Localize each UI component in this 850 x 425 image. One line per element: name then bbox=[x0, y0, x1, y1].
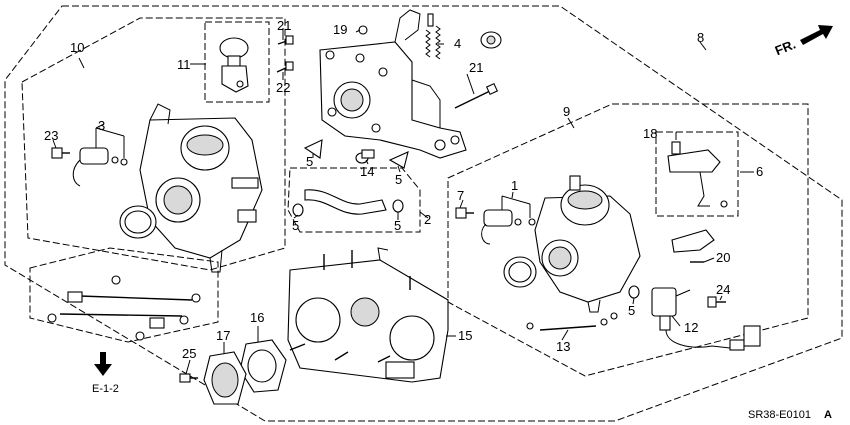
callout-25: 25 bbox=[182, 346, 196, 361]
hose-clamp bbox=[480, 31, 502, 49]
small-screw-left bbox=[51, 147, 70, 159]
svg-text:A: A bbox=[824, 409, 832, 421]
callout-17: 17 bbox=[216, 328, 230, 343]
return-springs bbox=[425, 13, 441, 60]
intake-bracket bbox=[319, 9, 467, 159]
callout-13: 13 bbox=[556, 339, 570, 354]
egr-valve bbox=[219, 37, 249, 93]
callout-6: 6 bbox=[756, 164, 763, 179]
stud-14 bbox=[361, 149, 375, 159]
left-throttle-body bbox=[119, 103, 263, 273]
bolts-21-22 bbox=[276, 35, 294, 73]
callout-labels: 1 2 3 4 5 5 5 5 5 6 7 8 9 10 11 12 13 14… bbox=[44, 18, 763, 361]
svg-text:FR.: FR. bbox=[773, 36, 798, 58]
link-rod-13 bbox=[526, 312, 618, 331]
diagram-code: SR38-E0101 A bbox=[748, 409, 832, 421]
callout-8: 8 bbox=[697, 30, 704, 45]
gasket-plate bbox=[287, 247, 449, 383]
bolt-24 bbox=[707, 296, 726, 308]
callout-7: 7 bbox=[457, 188, 464, 203]
callout-22: 22 bbox=[276, 80, 290, 95]
triangle-gaskets bbox=[303, 139, 409, 169]
link-rod-boundary bbox=[29, 247, 219, 343]
callout-5-b: 5 bbox=[395, 172, 402, 187]
long-bolt bbox=[454, 82, 499, 109]
assembly-boundary bbox=[4, 5, 843, 422]
callout-18: 18 bbox=[643, 126, 657, 141]
valve-box bbox=[204, 21, 270, 103]
reference-arrow bbox=[94, 352, 112, 376]
throttle-link-rods bbox=[47, 275, 201, 341]
callout-19: 19 bbox=[333, 22, 347, 37]
callout-21-b: 21 bbox=[469, 60, 483, 75]
callout-5-d: 5 bbox=[394, 218, 401, 233]
left-idle-valve bbox=[72, 127, 128, 187]
callout-5-e: 5 bbox=[628, 303, 635, 318]
left-assembly-boundary bbox=[21, 17, 286, 271]
callout-5-a: 5 bbox=[306, 154, 313, 169]
right-throttle-body bbox=[503, 175, 641, 313]
callout-24: 24 bbox=[716, 282, 730, 297]
intake-gasket bbox=[239, 339, 287, 393]
callout-14: 14 bbox=[360, 164, 374, 179]
callout-9: 9 bbox=[563, 104, 570, 119]
throttle-sensor bbox=[667, 141, 728, 208]
bolt-19 bbox=[358, 25, 368, 35]
right-idle-valve bbox=[481, 195, 536, 245]
svg-text:SR38-E0101: SR38-E0101 bbox=[748, 409, 811, 421]
callout-5-c: 5 bbox=[292, 218, 299, 233]
callout-11: 11 bbox=[177, 57, 191, 72]
leader-lines bbox=[52, 28, 754, 375]
coolant-hose bbox=[292, 189, 404, 217]
callout-12: 12 bbox=[684, 320, 698, 335]
front-direction-arrow: FR. bbox=[773, 25, 833, 58]
control-valve bbox=[651, 287, 761, 351]
hose-boundary bbox=[287, 167, 421, 233]
washer-right bbox=[628, 285, 640, 299]
bracket-20 bbox=[671, 229, 715, 263]
callout-16: 16 bbox=[250, 310, 264, 325]
callout-3: 3 bbox=[98, 118, 105, 133]
callout-2: 2 bbox=[424, 212, 431, 227]
callout-23: 23 bbox=[44, 128, 58, 143]
sensor-box bbox=[655, 131, 739, 217]
small-screw-right bbox=[455, 207, 474, 219]
callout-20: 20 bbox=[716, 250, 730, 265]
callout-21-a: 21 bbox=[277, 18, 291, 33]
bolt-25 bbox=[179, 373, 198, 383]
callout-1: 1 bbox=[511, 178, 518, 193]
reference-label: E-1-2 bbox=[92, 383, 119, 395]
callout-15: 15 bbox=[458, 328, 472, 343]
callout-10: 10 bbox=[70, 40, 84, 55]
intake-screen bbox=[203, 351, 247, 405]
callout-4: 4 bbox=[454, 36, 461, 51]
